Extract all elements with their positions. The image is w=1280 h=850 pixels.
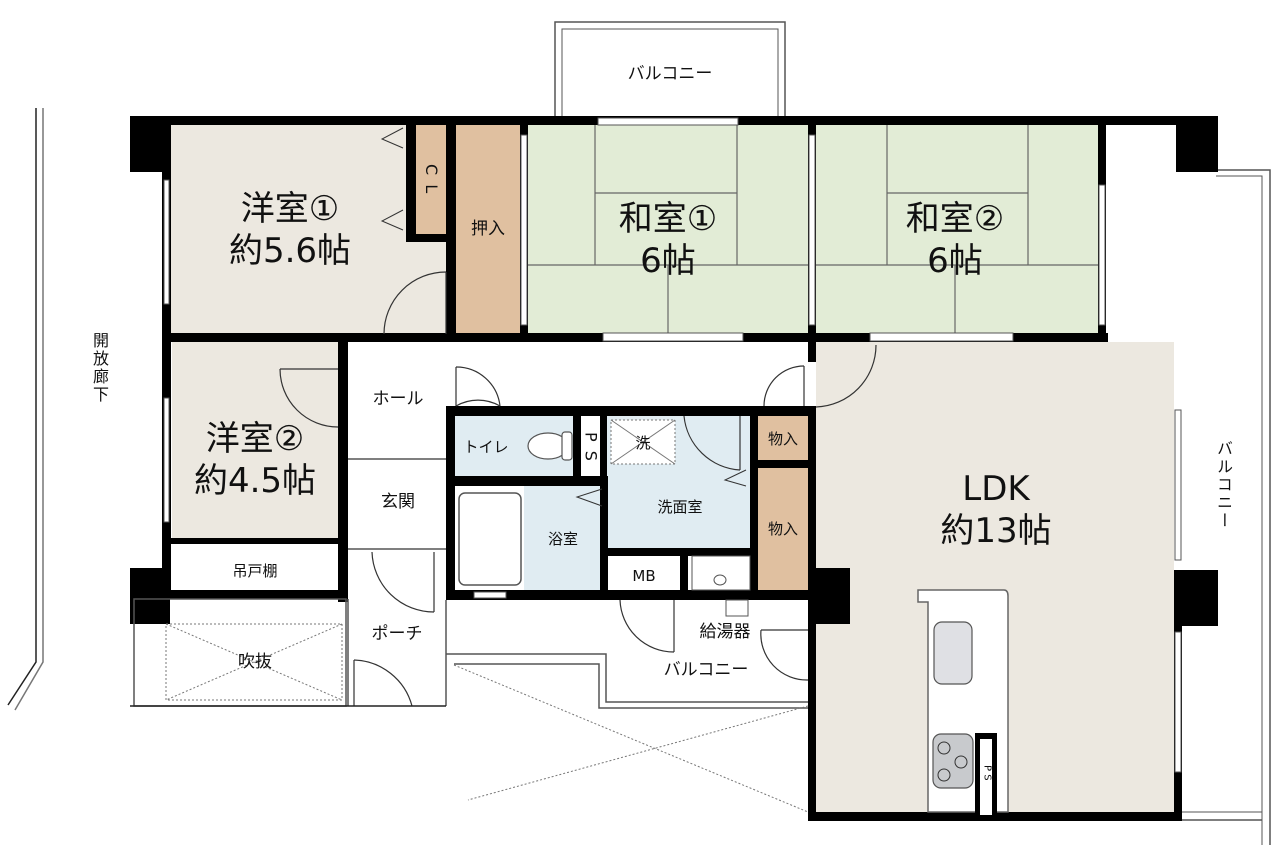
- balcony-bottom-label: バルコニー: [663, 660, 749, 681]
- toilet-label: トイレ: [463, 437, 509, 456]
- senmenjo-label: 洗面室: [657, 497, 703, 516]
- room-youshitsu2-label: 洋室② 約4.5帖: [155, 410, 355, 510]
- oshiire-floor: [456, 124, 520, 334]
- monoire1-label: 物入: [767, 429, 798, 448]
- porch-label: ポーチ: [371, 624, 423, 645]
- room-name: 和室②: [905, 198, 1005, 239]
- monoire1-floor: [758, 416, 808, 460]
- balcony-right-label: バルコニー: [1214, 440, 1233, 530]
- washer-label: 洗: [635, 433, 651, 452]
- room-washitsu1-label: 和室① 6帖: [568, 190, 768, 290]
- room-size: 約5.6帖: [228, 231, 352, 271]
- room-youshitsu1-label: 洋室① 約5.6帖: [190, 180, 390, 280]
- room-size: 6帖: [927, 241, 983, 281]
- room-name: 洋室①: [240, 188, 340, 229]
- water-heater-label: 給湯器: [699, 622, 751, 643]
- closet-cl-label: C L: [422, 164, 441, 196]
- balcony-top-label: バルコニー: [627, 64, 713, 85]
- room-washitsu2-floor: [816, 124, 1098, 334]
- tsurito-label: 吊戸棚: [232, 561, 278, 580]
- bathroom-floor: [524, 486, 602, 590]
- closet-cl-floor: [416, 124, 446, 234]
- bathroom-label: 浴室: [547, 529, 578, 548]
- room-name: 和室①: [618, 198, 718, 239]
- room-washitsu2-label: 和室② 6帖: [855, 190, 1055, 290]
- ps-label: P S: [581, 431, 601, 463]
- hall-label: ホール: [372, 389, 424, 410]
- oshiire-label: 押入: [471, 219, 505, 240]
- kitchen-ps-label: P S: [981, 765, 993, 781]
- genkan-label: 玄関: [381, 492, 415, 513]
- monoire2-label: 物入: [767, 519, 798, 538]
- room-name: LDK: [962, 468, 1030, 509]
- room-youshitsu2-floor: [172, 342, 338, 538]
- corridor-label: 開放廊下: [90, 332, 109, 404]
- room-size: 約13帖: [940, 511, 1052, 551]
- fukinuke-label: 吹抜: [238, 652, 272, 673]
- monoire2-floor: [758, 468, 808, 590]
- room-ldk-label: LDK 約13帖: [896, 455, 1096, 565]
- mb-label: MB: [632, 566, 656, 585]
- room-name: 洋室②: [205, 418, 305, 459]
- room-size: 6帖: [640, 241, 696, 281]
- room-size: 約4.5帖: [193, 461, 317, 501]
